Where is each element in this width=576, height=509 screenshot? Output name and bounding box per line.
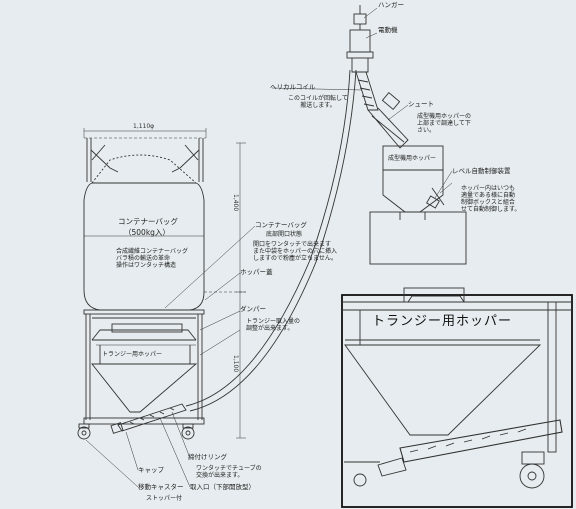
note-level-line3: 制御ボックスと組合 <box>461 199 515 206</box>
flexible-tube <box>185 69 357 412</box>
label-bag-bottom-open: コンテナーバッグ <box>255 221 307 229</box>
label-stopper: ストッパー付 <box>146 495 183 502</box>
note-damper: トランジー取入量の 調整が出来ます。 <box>246 318 300 332</box>
label-damper: ダンパー <box>240 305 266 313</box>
helical-coil <box>355 71 379 111</box>
bag-stand-frame <box>83 309 205 425</box>
label-bag-bottom-open-sub: 底部開口状態 <box>266 231 303 238</box>
note-level-line2: 適量である様に自動 <box>461 192 515 199</box>
inset-detail <box>341 287 573 508</box>
note-bottom-line2: また中袋をホッパーの穴に挿入 <box>253 248 338 255</box>
label-moving-caster: 移動キャスター <box>138 483 184 491</box>
bag-frame <box>83 128 207 182</box>
note-bag-line1: 合成繊維コンテナーバッグ <box>116 248 188 255</box>
note-bag-line2: バラ積の輸送の革命 <box>116 255 171 262</box>
dimension-lines <box>204 142 246 439</box>
note-clamp-line1: ワンタッチでチューブの <box>196 465 262 472</box>
dim-height-lower: 1,100 <box>232 355 239 373</box>
note-chute: 成型機用ホッパーの 上部まで調達して下 さい。 <box>417 113 471 134</box>
note-helical-coil-line1: このコイルが回転して <box>288 95 348 102</box>
label-clamp-ring: 締付けリング <box>188 453 227 461</box>
note-bottom-line3: しますので粉塵が立ちません。 <box>253 255 337 262</box>
note-bottom-line1: 開口をワンタッチで出来ます <box>253 241 332 248</box>
note-clamp-ring: ワンタッチでチューブの 交換が出来ます。 <box>196 465 262 479</box>
note-bag-line3: 操作はワンタッチ構造 <box>116 262 177 269</box>
molding-machine-body <box>369 211 467 265</box>
label-container-bag-title: コンテナーバッグ <box>118 217 178 226</box>
casters-left <box>77 423 195 440</box>
note-damper-line1: トランジー取入量の <box>246 318 301 325</box>
label-hopper-lid: ホッパー蓋 <box>240 268 273 276</box>
note-helical-coil: このコイルが回転して 搬送します。 <box>288 95 348 109</box>
outlet-screw-left <box>110 403 187 434</box>
note-damper-line2: 調整が出来ます。 <box>246 325 294 332</box>
note-container-bag: 合成繊維コンテナーバッグ バラ積の輸送の革命 操作はワンタッチ構造 <box>116 248 188 269</box>
note-chute-line1: 成型機用ホッパーの <box>417 113 472 120</box>
chute <box>367 92 409 149</box>
note-chute-line2: 上部まで調達して下 <box>417 120 471 127</box>
label-motor: 電動機 <box>378 26 398 34</box>
leader-lines <box>85 7 453 488</box>
label-level-control: レベル自動制御装置 <box>452 167 511 175</box>
note-chute-line3: さい。 <box>417 127 436 134</box>
note-bag-bottom: 開口をワンタッチで出来ます また中袋をホッパーの穴に挿入 しますので粉塵が立ちま… <box>253 241 337 262</box>
hanger-assembly <box>346 5 374 73</box>
label-intake: 取入口（下部開放型） <box>190 483 255 491</box>
note-level-line1: ホッパー内はいつも <box>461 185 516 192</box>
label-transfer-hopper-small: トランジー用ホッパー <box>102 351 163 358</box>
note-level-line4: せて自動制御します。 <box>461 206 521 213</box>
note-clamp-line2: 交換が出来ます。 <box>196 472 244 479</box>
note-helical-coil-line2: 搬送します。 <box>300 102 336 109</box>
dim-height-upper: 1,400 <box>232 194 239 212</box>
label-container-bag-capacity: （500kg入） <box>124 228 170 237</box>
label-chute: シュート <box>408 100 434 108</box>
label-hanger: ハンガー <box>378 1 404 9</box>
label-molding-hopper: 成型機用ホッパー <box>388 155 437 162</box>
label-helical-coil: ヘリカルコイル <box>270 83 316 91</box>
label-cap: キャップ <box>138 466 164 474</box>
label-transfer-hopper-inset: トランジー用ホッパー <box>372 314 513 329</box>
dim-width: 1,110φ <box>133 123 155 130</box>
note-level-control: ホッパー内はいつも 適量である様に自動 制御ボックスと組合 せて自動制御します。 <box>461 185 520 213</box>
small-hopper <box>91 344 198 413</box>
